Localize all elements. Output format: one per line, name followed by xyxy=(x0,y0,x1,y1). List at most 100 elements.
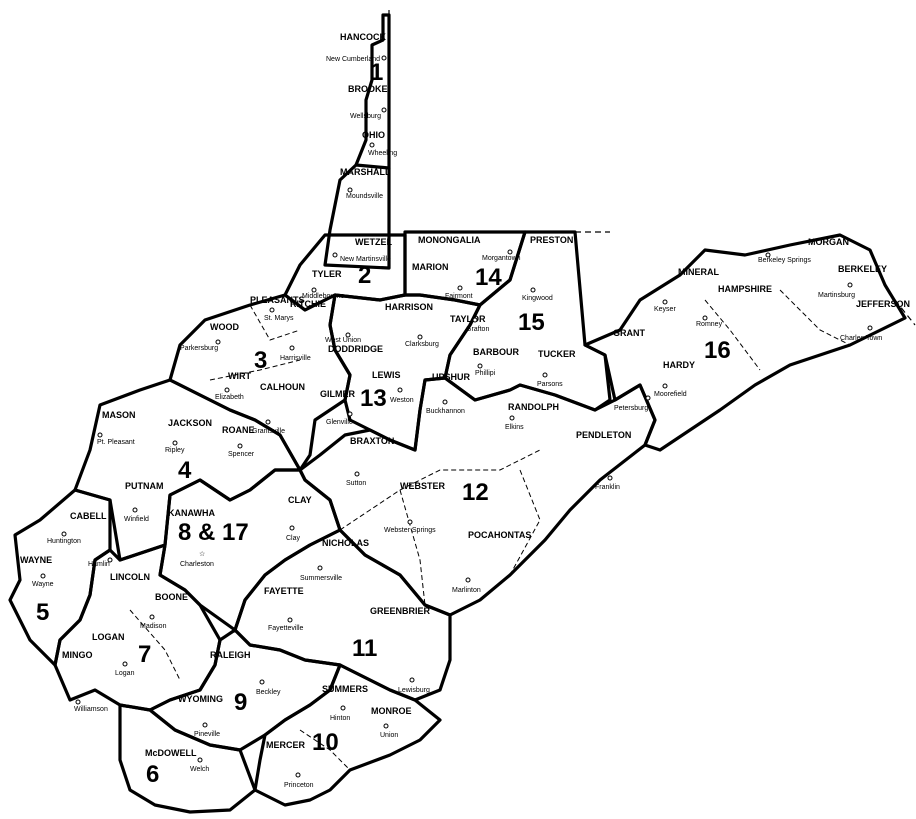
town: Fayetteville xyxy=(268,617,304,632)
town: Union xyxy=(380,723,398,739)
town-moundsville: Moundsville xyxy=(346,193,383,200)
district-number-10: 10 xyxy=(312,729,339,756)
county-line-h xyxy=(299,729,351,771)
county-calhoun: CALHOUN xyxy=(260,382,305,392)
town-union: Union xyxy=(380,732,398,739)
town: Ripley xyxy=(165,440,185,454)
county-marshall: MARSHALL xyxy=(340,167,391,177)
county-webster: WEBSTER xyxy=(400,481,446,491)
town: Phillipi xyxy=(475,363,496,377)
town-fairmont: Fairmont xyxy=(445,293,473,300)
town-ripley: Ripley xyxy=(165,447,185,454)
town-grantsville: Grantsville xyxy=(252,428,285,435)
town: Clarksburg xyxy=(405,334,439,348)
county-fayette: FAYETTE xyxy=(264,586,304,596)
town: Webster Springs xyxy=(384,519,436,534)
town-buckhannon: Buckhannon xyxy=(426,408,465,415)
town: Petersburg xyxy=(614,395,651,412)
town: Hamlin xyxy=(88,557,113,568)
county-mason: MASON xyxy=(102,410,136,420)
county-mingo: MINGO xyxy=(62,650,93,660)
town-hinton: Hinton xyxy=(330,715,350,722)
town-charles-town: Charles Town xyxy=(840,335,882,342)
county-ritchie: RITCHIE xyxy=(290,299,326,309)
town: Marlinton xyxy=(452,577,481,594)
county-harrison: HARRISON xyxy=(385,302,433,312)
town: Madison xyxy=(140,614,167,630)
district-number-9: 9 xyxy=(234,689,247,716)
district-number-15: 15 xyxy=(518,309,545,336)
town-wheeling: Wheeling xyxy=(368,150,397,157)
district-number-13: 13 xyxy=(360,385,387,412)
district-outline-7 xyxy=(53,543,222,712)
town-grafton: Grafton xyxy=(466,326,489,333)
town: Grantsville xyxy=(252,419,285,435)
county-boone: BOONE xyxy=(155,592,188,602)
district-number-5: 5 xyxy=(36,599,49,626)
town: Winfield xyxy=(124,507,149,523)
town-elizabeth: Elizabeth xyxy=(215,394,244,401)
town-sutton: Sutton xyxy=(346,480,366,487)
district-numbers: 1 2 3 4 5 6 7 8 & 17 9 10 11 12 13 14 15… xyxy=(36,59,731,788)
county-line-i xyxy=(129,609,181,681)
county-hampshire: HAMPSHIRE xyxy=(718,284,772,294)
district-outline-8-17 xyxy=(158,468,342,632)
town-princeton: Princeton xyxy=(284,782,314,789)
town: Lewisburg xyxy=(398,677,430,694)
county-monongalia: MONONGALIA xyxy=(418,235,481,245)
town-williamson: Williamson xyxy=(74,706,108,713)
town: Sutton xyxy=(346,471,366,487)
town-fayetteville: Fayetteville xyxy=(268,625,304,632)
town: Harrisville xyxy=(280,345,311,362)
town: Hinton xyxy=(330,705,350,722)
county-wayne: WAYNE xyxy=(20,555,52,565)
district-number-6: 6 xyxy=(146,761,159,788)
county-kanawha: KANAWHA xyxy=(168,508,215,518)
town-romney: Romney xyxy=(696,321,723,328)
town-new-martinsville: New Martinsville xyxy=(340,256,391,263)
town-summersville: Summersville xyxy=(300,575,342,582)
town-winfield: Winfield xyxy=(124,516,149,523)
town: New Martinsville xyxy=(332,252,391,263)
town: Grafton xyxy=(466,317,489,333)
county-mineral: MINERAL xyxy=(678,267,719,277)
town: Franklin xyxy=(595,475,620,491)
county-brooke: BROOKE xyxy=(348,84,388,94)
district-number-1: 1 xyxy=(370,59,383,86)
town: Romney xyxy=(696,315,723,328)
county-gilmer: GILMER xyxy=(320,389,355,399)
town: West Union xyxy=(325,332,361,344)
town-elkins: Elkins xyxy=(505,424,524,431)
county-nicholas: NICHOLAS xyxy=(322,538,369,548)
town: Wellsburg xyxy=(350,107,387,120)
town: Clay xyxy=(286,525,301,542)
town: Wheeling xyxy=(368,142,397,157)
county-tyler: TYLER xyxy=(312,269,342,279)
town-harrisville: Harrisville xyxy=(280,355,311,362)
county-greenbrier: GREENBRIER xyxy=(370,606,431,616)
county-roane: ROANE xyxy=(222,425,255,435)
county-upshur: UPSHUR xyxy=(432,372,471,382)
town-glenville: Glenville xyxy=(326,419,353,426)
county-jefferson: JEFFERSON xyxy=(856,299,910,309)
town-madison: Madison xyxy=(140,623,167,630)
town-weston: Weston xyxy=(390,397,414,404)
district-outline-1 xyxy=(354,13,391,170)
district-number-16: 16 xyxy=(704,337,731,364)
county-wirt: WIRT xyxy=(228,371,251,381)
county-line-a xyxy=(209,359,301,381)
town: Huntington xyxy=(47,531,81,545)
town: Charles Town xyxy=(840,325,882,342)
county-labels: HANCOCK BROOKE OHIO MARSHALL WETZEL TYLE… xyxy=(20,32,910,758)
town: Parsons xyxy=(537,372,563,388)
town-pt-pleasant: Pt. Pleasant xyxy=(97,439,135,446)
district-number-11: 11 xyxy=(352,635,377,662)
district-number-2: 2 xyxy=(358,262,371,289)
town: Wayne xyxy=(32,573,54,588)
charleston-star-icon: ☆ xyxy=(199,550,205,558)
county-barbour: BARBOUR xyxy=(473,347,519,357)
town-kingwood: Kingwood xyxy=(522,295,553,302)
town-labels: New Cumberland Wellsburg Wheeling Mounds… xyxy=(32,55,882,789)
county-line-f xyxy=(779,289,851,346)
county-grant: GRANT xyxy=(613,328,645,338)
